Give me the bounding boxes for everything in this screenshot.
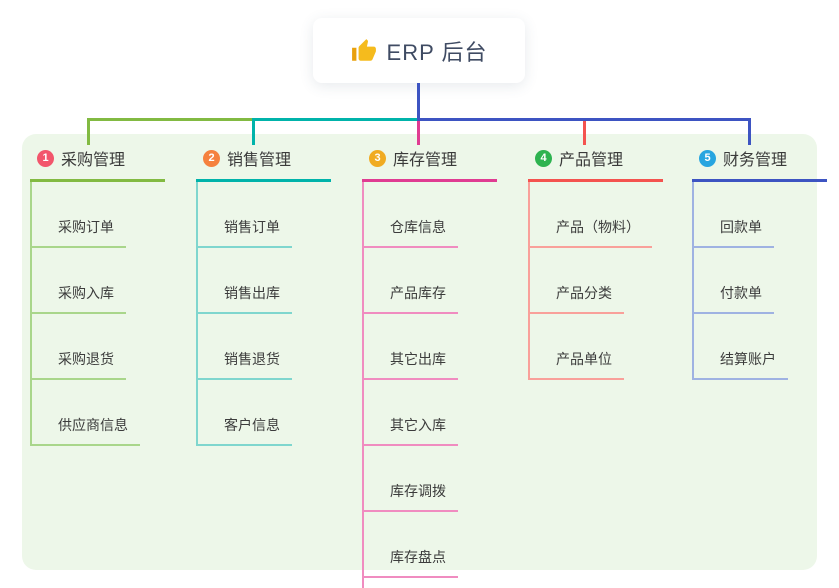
number-badge: 4 bbox=[535, 149, 552, 167]
root-node[interactable]: ERP 后台 bbox=[313, 18, 525, 83]
branch-title-sales[interactable]: 2 销售管理 bbox=[196, 146, 332, 182]
connector-drop-branch3 bbox=[417, 121, 420, 145]
connector-horizontal-green bbox=[87, 118, 255, 121]
branch-title-finance[interactable]: 5 财务管理 bbox=[692, 146, 828, 182]
child-node[interactable]: 仓库信息 bbox=[362, 182, 458, 248]
child-node[interactable]: 产品单位 bbox=[528, 314, 624, 380]
child-label: 结算账户 bbox=[720, 351, 776, 367]
branch-inventory: 3 库存管理 仓库信息 产品库存 其它出库 其它入库 库存调拨 库存盘点 出库库… bbox=[362, 146, 498, 588]
child-label: 产品（物料） bbox=[556, 219, 640, 235]
connector-horizontal-blue bbox=[417, 118, 751, 121]
child-node[interactable]: 销售订单 bbox=[196, 182, 292, 248]
child-node[interactable]: 回款单 bbox=[692, 182, 774, 248]
branch-title-inventory[interactable]: 3 库存管理 bbox=[362, 146, 498, 182]
connector-drop-branch4 bbox=[583, 121, 586, 145]
root-label: ERP 后台 bbox=[386, 39, 488, 65]
child-label: 产品单位 bbox=[556, 351, 612, 367]
branch-finance: 5 财务管理 回款单 付款单 结算账户 bbox=[692, 146, 828, 380]
child-node[interactable]: 采购退货 bbox=[30, 314, 126, 380]
child-node[interactable]: 付款单 bbox=[692, 248, 774, 314]
thumbs-up-icon bbox=[351, 38, 376, 61]
branch-title-label: 库存管理 bbox=[393, 152, 458, 169]
branch-sales: 2 销售管理 销售订单 销售出库 销售退货 客户信息 bbox=[196, 146, 332, 446]
child-label: 产品分类 bbox=[556, 285, 612, 301]
child-label: 付款单 bbox=[720, 285, 762, 301]
child-label: 产品库存 bbox=[390, 285, 446, 301]
child-label: 其它出库 bbox=[390, 351, 446, 367]
child-label: 采购退货 bbox=[58, 351, 114, 367]
branch-product: 4 产品管理 产品（物料） 产品分类 产品单位 bbox=[528, 146, 664, 380]
child-node[interactable]: 销售退货 bbox=[196, 314, 292, 380]
child-label: 仓库信息 bbox=[390, 219, 446, 235]
branch-title-label: 产品管理 bbox=[559, 152, 624, 169]
child-label: 销售订单 bbox=[224, 219, 280, 235]
branch-children: 回款单 付款单 结算账户 bbox=[692, 182, 827, 380]
child-node[interactable]: 采购订单 bbox=[30, 182, 126, 248]
child-node[interactable]: 供应商信息 bbox=[30, 380, 140, 446]
number-badge: 3 bbox=[369, 149, 386, 167]
child-label: 库存盘点 bbox=[390, 549, 446, 565]
child-node[interactable]: 结算账户 bbox=[692, 314, 788, 380]
branch-children: 仓库信息 产品库存 其它出库 其它入库 库存调拨 库存盘点 出库库明细 bbox=[362, 182, 497, 588]
connector-drop-branch5 bbox=[748, 118, 751, 145]
child-node[interactable]: 采购入库 bbox=[30, 248, 126, 314]
child-node[interactable]: 其它出库 bbox=[362, 314, 458, 380]
connector-root-stem bbox=[417, 83, 420, 121]
child-node[interactable]: 其它入库 bbox=[362, 380, 458, 446]
child-node[interactable]: 产品分类 bbox=[528, 248, 624, 314]
branch-children: 产品（物料） 产品分类 产品单位 bbox=[528, 182, 663, 380]
number-badge: 2 bbox=[203, 149, 220, 167]
branch-title-product[interactable]: 4 产品管理 bbox=[528, 146, 664, 182]
number-badge: 1 bbox=[37, 149, 54, 167]
child-node[interactable]: 产品库存 bbox=[362, 248, 458, 314]
child-node[interactable]: 客户信息 bbox=[196, 380, 292, 446]
child-label: 供应商信息 bbox=[58, 417, 128, 433]
child-label: 采购订单 bbox=[58, 219, 114, 235]
branch-title-label: 销售管理 bbox=[227, 152, 292, 169]
branch-purchase: 1 采购管理 采购订单 采购入库 采购退货 供应商信息 bbox=[30, 146, 166, 446]
connector-drop-branch1 bbox=[87, 118, 90, 145]
child-node[interactable]: 产品（物料） bbox=[528, 182, 652, 248]
child-label: 库存调拨 bbox=[390, 483, 446, 499]
child-label: 客户信息 bbox=[224, 417, 280, 433]
branch-title-label: 采购管理 bbox=[61, 152, 126, 169]
child-label: 其它入库 bbox=[390, 417, 446, 433]
child-label: 采购入库 bbox=[58, 285, 114, 301]
child-node[interactable]: 库存调拨 bbox=[362, 446, 458, 512]
child-node[interactable]: 出库库明细 bbox=[362, 578, 472, 588]
child-label: 销售出库 bbox=[224, 285, 280, 301]
branch-children: 采购订单 采购入库 采购退货 供应商信息 bbox=[30, 182, 165, 446]
child-node[interactable]: 销售出库 bbox=[196, 248, 292, 314]
mindmap-panel bbox=[22, 134, 817, 570]
connector-drop-branch2 bbox=[252, 118, 255, 145]
branch-title-purchase[interactable]: 1 采购管理 bbox=[30, 146, 166, 182]
branch-title-label: 财务管理 bbox=[723, 152, 788, 169]
connector-horizontal-teal bbox=[252, 118, 419, 121]
child-node[interactable]: 库存盘点 bbox=[362, 512, 458, 578]
number-badge: 5 bbox=[699, 149, 716, 167]
child-label: 回款单 bbox=[720, 219, 762, 235]
child-label: 销售退货 bbox=[224, 351, 280, 367]
branch-children: 销售订单 销售出库 销售退货 客户信息 bbox=[196, 182, 331, 446]
